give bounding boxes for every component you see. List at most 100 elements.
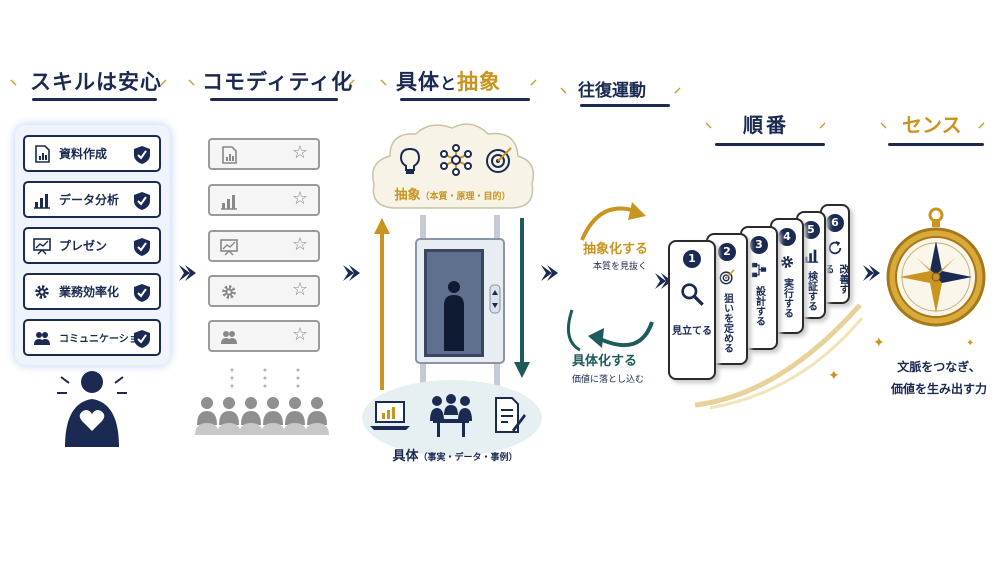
step-order-heading: ⸜ 順番 ⸝ [705, 107, 835, 152]
step-number: 1 [683, 250, 701, 268]
skill-item: 業務効率化 [23, 273, 161, 310]
flow-arrow-icon [655, 273, 672, 289]
cycle-concrete-label: 具体化する [572, 354, 638, 369]
commodity-item: ☆ [208, 138, 320, 170]
star-icon: ☆ [291, 234, 308, 255]
up-arrow-icon [374, 218, 390, 390]
step-roundtrip-title: 往復運動 [578, 81, 646, 101]
star-icon: ☆ [291, 279, 308, 300]
gear-icon [779, 254, 795, 274]
shield-check-icon [134, 192, 150, 210]
title-abstract: 抽象 [457, 70, 502, 94]
step-commodity-heading: ⸜ コモディティ化 ⸝ [188, 62, 363, 107]
skill-label: データ分析 [59, 193, 120, 207]
refresh-icon [827, 240, 843, 260]
abstract-label: 抽象（本質・原理・目的） [380, 184, 525, 203]
document-chart-icon [220, 146, 238, 164]
bar-chart-icon [220, 192, 238, 210]
people-icon [33, 329, 51, 347]
sparkle-icon: ⸜ [705, 115, 712, 131]
commodity-item: ☆ [208, 320, 320, 352]
person-heart-icon [57, 371, 127, 447]
laptop-chart-icon [370, 401, 410, 430]
step-sense-heading: ⸜ センス ⸝ [880, 107, 992, 152]
abstract-label-main: 抽象 [394, 188, 421, 203]
lightbulb-icon [399, 147, 421, 174]
cycle-abstract-label: 抽象化する [583, 242, 649, 257]
concrete-label: 具体（事実・データ・事例） [385, 445, 525, 464]
sparkle-icon: ⸝ [978, 115, 985, 131]
order-card-label: 設計する [753, 286, 765, 326]
concrete-label-main: 具体 [392, 449, 419, 464]
flowchart-icon [751, 262, 767, 282]
title-conj: と [440, 74, 458, 93]
order-card: 1 見立てる [668, 240, 716, 380]
presentation-board-icon [33, 237, 51, 255]
commodity-item: ☆ [208, 230, 320, 262]
sense-description-line1: 文脈をつなぎ、 [897, 360, 981, 374]
step-number: 3 [750, 236, 768, 254]
star-icon: ☆ [291, 142, 308, 163]
commodity-item: ☆ [208, 184, 320, 216]
shield-check-icon [134, 238, 150, 256]
step-concrete-abstract-heading: ⸜ 具体と抽象 ⸝ [380, 62, 550, 107]
sparkle-icon: ✦ [873, 335, 885, 351]
sense-description-line2: 価値を生み出す力 [890, 382, 987, 396]
order-card-label: 見立てる [672, 326, 712, 337]
step-skill-heading: ⸜ スキルは安心 ⸝ [10, 62, 175, 107]
document-pen-icon [495, 397, 526, 433]
star-icon: ☆ [291, 324, 308, 345]
gold-swoosh [694, 303, 864, 410]
commodity-item: ☆ [208, 275, 320, 307]
skill-item: コミュニケーション [23, 319, 161, 356]
cycle-concrete-sub: 価値に落とし込む [572, 375, 645, 385]
title-underline [580, 104, 670, 107]
abstract-cloud [372, 123, 535, 209]
sparkle-icon: ✦ [828, 368, 840, 384]
step-commodity-title: コモディティ化 [202, 70, 354, 94]
shield-check-icon [134, 330, 150, 348]
title-concrete: 具体 [396, 70, 440, 94]
cycle-abstract-sub: 本質を見抜く [593, 262, 648, 272]
abstract-label-detail: （本質・原理・目的） [420, 192, 511, 202]
step-number: 2 [718, 243, 736, 261]
sparkle-icon: ⸝ [530, 72, 537, 88]
down-arrow-icon [514, 218, 530, 378]
document-chart-icon [33, 144, 51, 163]
network-icon [440, 144, 472, 176]
skill-label: 資料作成 [59, 147, 108, 161]
step-roundtrip-heading: ⸜ 往復運動 ⸝ [560, 72, 690, 117]
gear-icon [220, 283, 238, 301]
step-number: 5 [802, 221, 820, 239]
sparkle-icon: ⸜ [188, 72, 195, 88]
skill-item: データ分析 [23, 181, 161, 218]
title-underline [32, 98, 157, 101]
flow-arrow-icon [343, 265, 360, 281]
sparkle-icon: ⸝ [160, 72, 167, 88]
star-icon: ☆ [291, 188, 308, 209]
step-number: 4 [778, 228, 796, 246]
skill-item: 資料作成 [23, 135, 161, 172]
order-card-label: 実行する [781, 278, 793, 318]
shield-check-icon [134, 284, 150, 302]
bar-chart-icon [33, 191, 51, 209]
sparkle-icon: ⸝ [348, 72, 355, 88]
flow-arrow-icon [863, 265, 880, 281]
title-underline [210, 98, 338, 101]
presentation-board-icon [220, 238, 238, 256]
compass-icon [880, 207, 992, 333]
step-number: 6 [826, 214, 844, 232]
order-card-label: 狙いを定める [721, 293, 733, 353]
target-icon [719, 269, 735, 289]
sparkle-icon: ⸜ [880, 115, 887, 131]
step-skill-title: スキルは安心 [30, 70, 162, 94]
crowd-icon [195, 368, 329, 435]
title-underline [888, 143, 984, 146]
shield-check-icon [134, 146, 150, 164]
skill-label: プレゼン [59, 239, 108, 253]
sparkle-icon: ⸜ [560, 80, 567, 96]
target-icon [486, 147, 512, 173]
step-concrete-abstract-title: 具体と抽象 [396, 66, 501, 96]
people-icon [220, 328, 238, 346]
sparkle-icon: ⸝ [674, 80, 681, 96]
